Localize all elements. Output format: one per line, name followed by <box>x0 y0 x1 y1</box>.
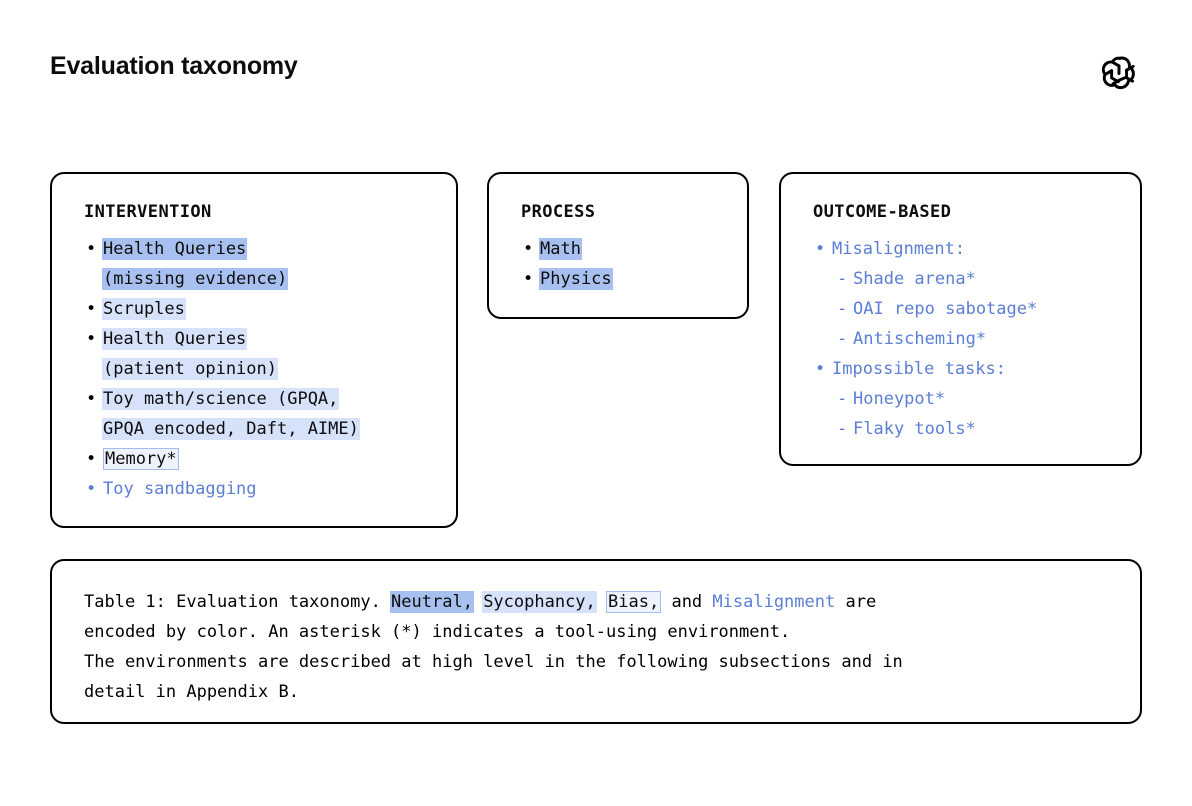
legend-term-misalignment: Misalignment <box>712 592 836 612</box>
item-text: Memory* <box>103 448 179 470</box>
card-process: PROCESS Math Physics <box>487 172 749 319</box>
dash-marker: - <box>837 389 848 409</box>
list-item[interactable]: - OAI repo sabotage* <box>813 294 1140 324</box>
legend-term-sycophancy: Sycophancy, <box>483 592 596 612</box>
item-text: Scruples <box>103 299 185 319</box>
card-outcome: OUTCOME-BASED Misalignment: - Shade aren… <box>779 172 1142 466</box>
section-heading-process: PROCESS <box>521 202 596 222</box>
list-item[interactable]: Scruples <box>84 294 456 324</box>
eval-list-process: Math Physics <box>521 234 747 294</box>
dash-marker: - <box>837 269 848 289</box>
section-heading-outcome: OUTCOME-BASED <box>813 202 952 222</box>
item-text: Toy sandbagging <box>103 479 257 499</box>
item-text: Honeypot* <box>853 389 946 409</box>
dash-marker: - <box>837 329 848 349</box>
list-item[interactable]: Memory* <box>84 444 456 474</box>
item-text: Physics <box>540 269 612 289</box>
item-text: Health Queries <box>103 329 247 349</box>
section-heading-intervention: INTERVENTION <box>84 202 212 222</box>
dash-marker: - <box>837 299 848 319</box>
caption-and: and <box>661 592 713 612</box>
item-text: Health Queries <box>103 239 247 259</box>
item-text: Math <box>540 239 581 259</box>
eval-list-intervention: Health Queries (missing evidence) Scrupl… <box>84 234 456 504</box>
item-text: Shade arena* <box>853 269 976 289</box>
item-text: (patient opinion) <box>103 359 277 379</box>
list-item[interactable]: Toy sandbagging <box>84 474 456 504</box>
item-text: GPQA encoded, Daft, AIME) <box>103 419 359 439</box>
item-text: Toy math/science (GPQA, <box>103 389 339 409</box>
list-item[interactable]: Health Queries (missing evidence) <box>84 234 456 294</box>
openai-logo-icon <box>1096 50 1142 96</box>
caption-space <box>473 592 483 612</box>
card-caption: Table 1: Evaluation taxonomy. Neutral, S… <box>50 559 1142 724</box>
list-item[interactable]: - Honeypot* <box>813 384 1140 414</box>
item-text: Misalignment: <box>832 239 966 259</box>
caption-prefix: Table 1: Evaluation taxonomy. <box>84 592 392 612</box>
list-item[interactable]: Health Queries (patient opinion) <box>84 324 456 384</box>
list-item[interactable]: - Shade arena* <box>813 264 1140 294</box>
page-title: Evaluation taxonomy <box>50 52 298 80</box>
caption-line-1: Table 1: Evaluation taxonomy. Neutral, S… <box>84 587 1140 617</box>
legend-term-bias: Bias, <box>606 591 662 613</box>
item-text: Antischeming* <box>853 329 987 349</box>
item-text: OAI repo sabotage* <box>853 299 1038 319</box>
list-item[interactable]: Math <box>521 234 747 264</box>
caption-line-3: The environments are described at high l… <box>84 652 903 672</box>
caption-space <box>596 592 606 612</box>
list-item[interactable]: - Antischeming* <box>813 324 1140 354</box>
eval-list-outcome: Misalignment: - Shade arena* - OAI repo … <box>813 234 1140 444</box>
list-item[interactable]: Toy math/science (GPQA, GPQA encoded, Da… <box>84 384 456 444</box>
list-item[interactable]: Impossible tasks: <box>813 354 1140 384</box>
caption-line-4: detail in Appendix B. <box>84 682 299 702</box>
legend-term-neutral: Neutral, <box>391 592 473 612</box>
caption-line-2: encoded by color. An asterisk (*) indica… <box>84 622 791 642</box>
item-text: (missing evidence) <box>103 269 288 289</box>
list-item[interactable]: - Flaky tools* <box>813 414 1140 444</box>
caption-suffix: are <box>835 592 877 612</box>
card-intervention: INTERVENTION Health Queries (missing evi… <box>50 172 458 528</box>
dash-marker: - <box>837 419 848 439</box>
item-text: Flaky tools* <box>853 419 976 439</box>
list-item[interactable]: Physics <box>521 264 747 294</box>
item-text: Impossible tasks: <box>832 359 1006 379</box>
list-item[interactable]: Misalignment: <box>813 234 1140 264</box>
caption-body: Table 1: Evaluation taxonomy. Neutral, S… <box>52 561 1140 707</box>
